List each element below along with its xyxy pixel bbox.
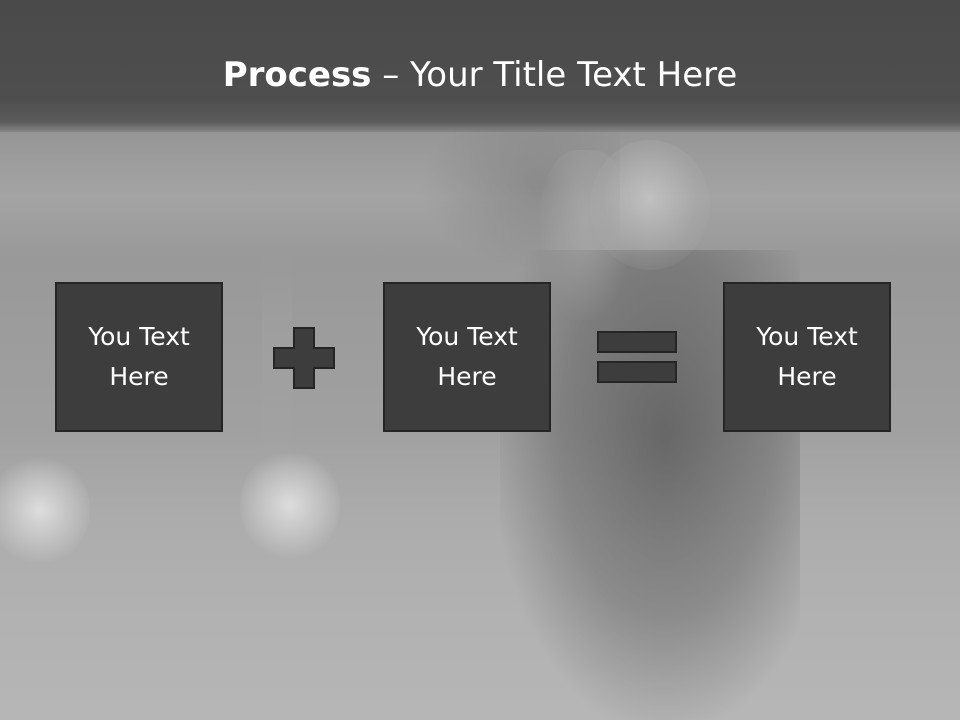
background-light-left xyxy=(0,455,90,565)
background-light-center xyxy=(240,450,340,560)
title-rest-text: – Your Title Text Here xyxy=(371,55,738,95)
background-face xyxy=(590,140,710,270)
process-box-2-line2: Here xyxy=(437,362,497,391)
process-box-3-line1: You Text xyxy=(756,322,858,351)
background-haze xyxy=(0,120,960,260)
background-umbrella xyxy=(420,130,620,270)
slide-title[interactable]: Process – Your Title Text Here xyxy=(0,52,960,98)
title-bar: Process – Your Title Text Here xyxy=(0,0,960,132)
title-bold-text: Process xyxy=(222,55,372,95)
plus-icon xyxy=(272,326,336,390)
process-box-1-line2: Here xyxy=(109,362,169,391)
process-box-1-line1: You Text xyxy=(88,322,190,351)
background-ground xyxy=(0,430,960,720)
process-box-2-line1: You Text xyxy=(416,322,518,351)
process-box-3-line2: Here xyxy=(777,362,837,391)
equals-icon xyxy=(596,330,678,384)
